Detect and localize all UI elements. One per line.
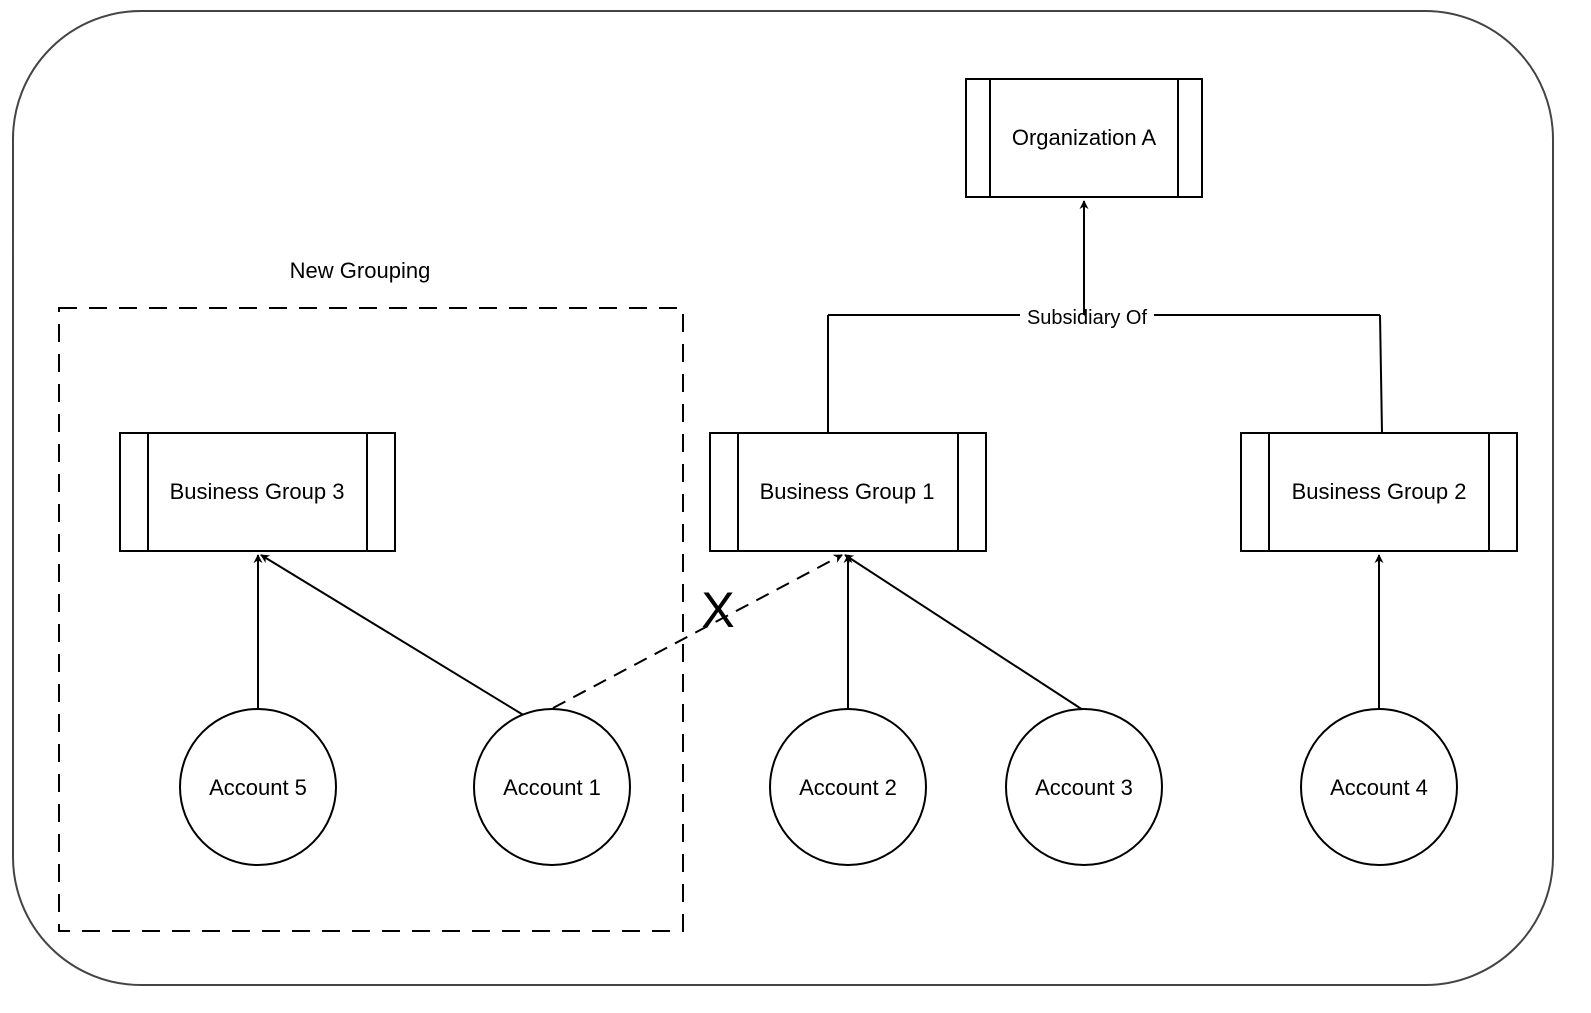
business-group-1-node[interactable]: Business Group 1 bbox=[709, 432, 987, 552]
organization-node[interactable]: Organization A bbox=[965, 78, 1203, 198]
removed-link-marker: X bbox=[701, 582, 734, 638]
account-1-label: Account 1 bbox=[503, 775, 601, 800]
organization-label: Organization A bbox=[1012, 125, 1157, 150]
new-grouping-box bbox=[58, 307, 684, 932]
account-2-label: Account 2 bbox=[799, 775, 897, 800]
account-2-node[interactable]: Account 2 bbox=[769, 708, 927, 866]
account-5-label: Account 5 bbox=[209, 775, 307, 800]
account-3-node[interactable]: Account 3 bbox=[1005, 708, 1163, 866]
edge-account3-to-bg1 bbox=[844, 554, 1084, 711]
edge-account1-to-bg3 bbox=[260, 554, 526, 717]
business-group-2-node[interactable]: Business Group 2 bbox=[1240, 432, 1518, 552]
account-3-label: Account 3 bbox=[1035, 775, 1133, 800]
edge-account1-to-bg1-removed bbox=[552, 554, 843, 709]
business-group-1-label: Business Group 1 bbox=[760, 479, 935, 504]
subsidiary-of-label: Subsidiary Of bbox=[1027, 307, 1147, 329]
business-group-2-label: Business Group 2 bbox=[1292, 479, 1467, 504]
subsidiary-connector: Subsidiary Of bbox=[827, 200, 1383, 434]
account-5-node[interactable]: Account 5 bbox=[179, 708, 337, 866]
account-4-node[interactable]: Account 4 bbox=[1300, 708, 1458, 866]
business-group-3-label: Business Group 3 bbox=[170, 479, 345, 504]
business-group-3-node[interactable]: Business Group 3 bbox=[119, 432, 396, 552]
account-4-label: Account 4 bbox=[1330, 775, 1428, 800]
account-1-node[interactable]: Account 1 bbox=[473, 708, 631, 866]
new-grouping-label: New Grouping bbox=[290, 258, 431, 283]
